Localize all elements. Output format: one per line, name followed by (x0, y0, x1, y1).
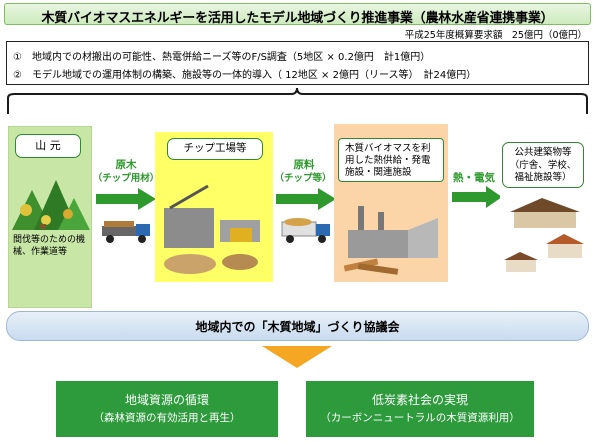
flow-sublabel-logs: （チップ用材） (92, 173, 160, 184)
log-truck-icon (102, 221, 150, 243)
flow-arrow-2 (276, 188, 336, 210)
down-arrow (262, 346, 332, 368)
biomass-plant-illustration (343, 206, 438, 275)
flow-label-material: 原料 (293, 159, 315, 171)
flow-label-logs: 原木 (115, 159, 137, 171)
outcome-subtitle: （カーボンニュートラルの木質資源利用） (320, 412, 520, 424)
outcome-title: 低炭素社会の実現 (371, 393, 468, 407)
outcome-subtitle: （森林資源の有効活用と再生） (93, 412, 241, 424)
outcome-title: 地域資源の循環 (124, 393, 209, 407)
public-buildings-label: 公共建築物等（庁舎、学校、福祉施設等） (502, 142, 584, 188)
outcome-low-carbon: 低炭素社会の実現 （カーボンニュートラルの木質資源利用） (306, 381, 534, 437)
chip-plant-illustration (164, 184, 260, 274)
mountain-note: 間伐等のための機械、作業道等 (13, 235, 86, 257)
plans-box: ① 地域内での材搬出の可能性、熱電併給ニーズ等のF/S調査（5地区 × 0.2億… (6, 41, 589, 85)
chip-plant-label: チップ工場等 (167, 138, 263, 160)
plan-item-1: ① 地域内での材搬出の可能性、熱電併給ニーズ等のF/S調査（5地区 × 0.2億… (13, 52, 431, 63)
page-title: 木質バイオマスエネルギーを活用したモデル地域づくり推進事業（農林水産省連携事業） (41, 11, 554, 26)
plan-item-2: ② モデル地域での運用体制の構築、施設等の一体的導入（ 12地区 × 2億円（リ… (13, 70, 477, 81)
public-buildings-illustration (504, 198, 584, 272)
chip-truck-icon (281, 218, 330, 243)
flow-arrow-3 (452, 186, 502, 208)
mountain-label: 山 元 (15, 134, 81, 158)
brace-connector (7, 87, 588, 114)
flow-arrow-1 (96, 188, 156, 210)
flow-sublabel-material: （チップ等） (274, 173, 332, 184)
flow-label-heat-power: 熱・電気 (453, 172, 495, 184)
budget-note: 平成25年度概算要求額 25億円（0億円） (404, 30, 587, 41)
biomass-facility-label: 木質バイオマスを利用した熱供給・発電施設・関連施設 (338, 138, 444, 182)
title-bar: 木質バイオマスエネルギーを活用したモデル地域づくり推進事業（農林水産省連携事業） (4, 3, 591, 26)
forest-illustration (12, 180, 90, 230)
regional-council-banner: 地域内での「木質地域」づくり協議会 (6, 311, 589, 341)
outcome-resource-cycle: 地域資源の循環 （森林資源の有効活用と再生） (56, 381, 278, 437)
